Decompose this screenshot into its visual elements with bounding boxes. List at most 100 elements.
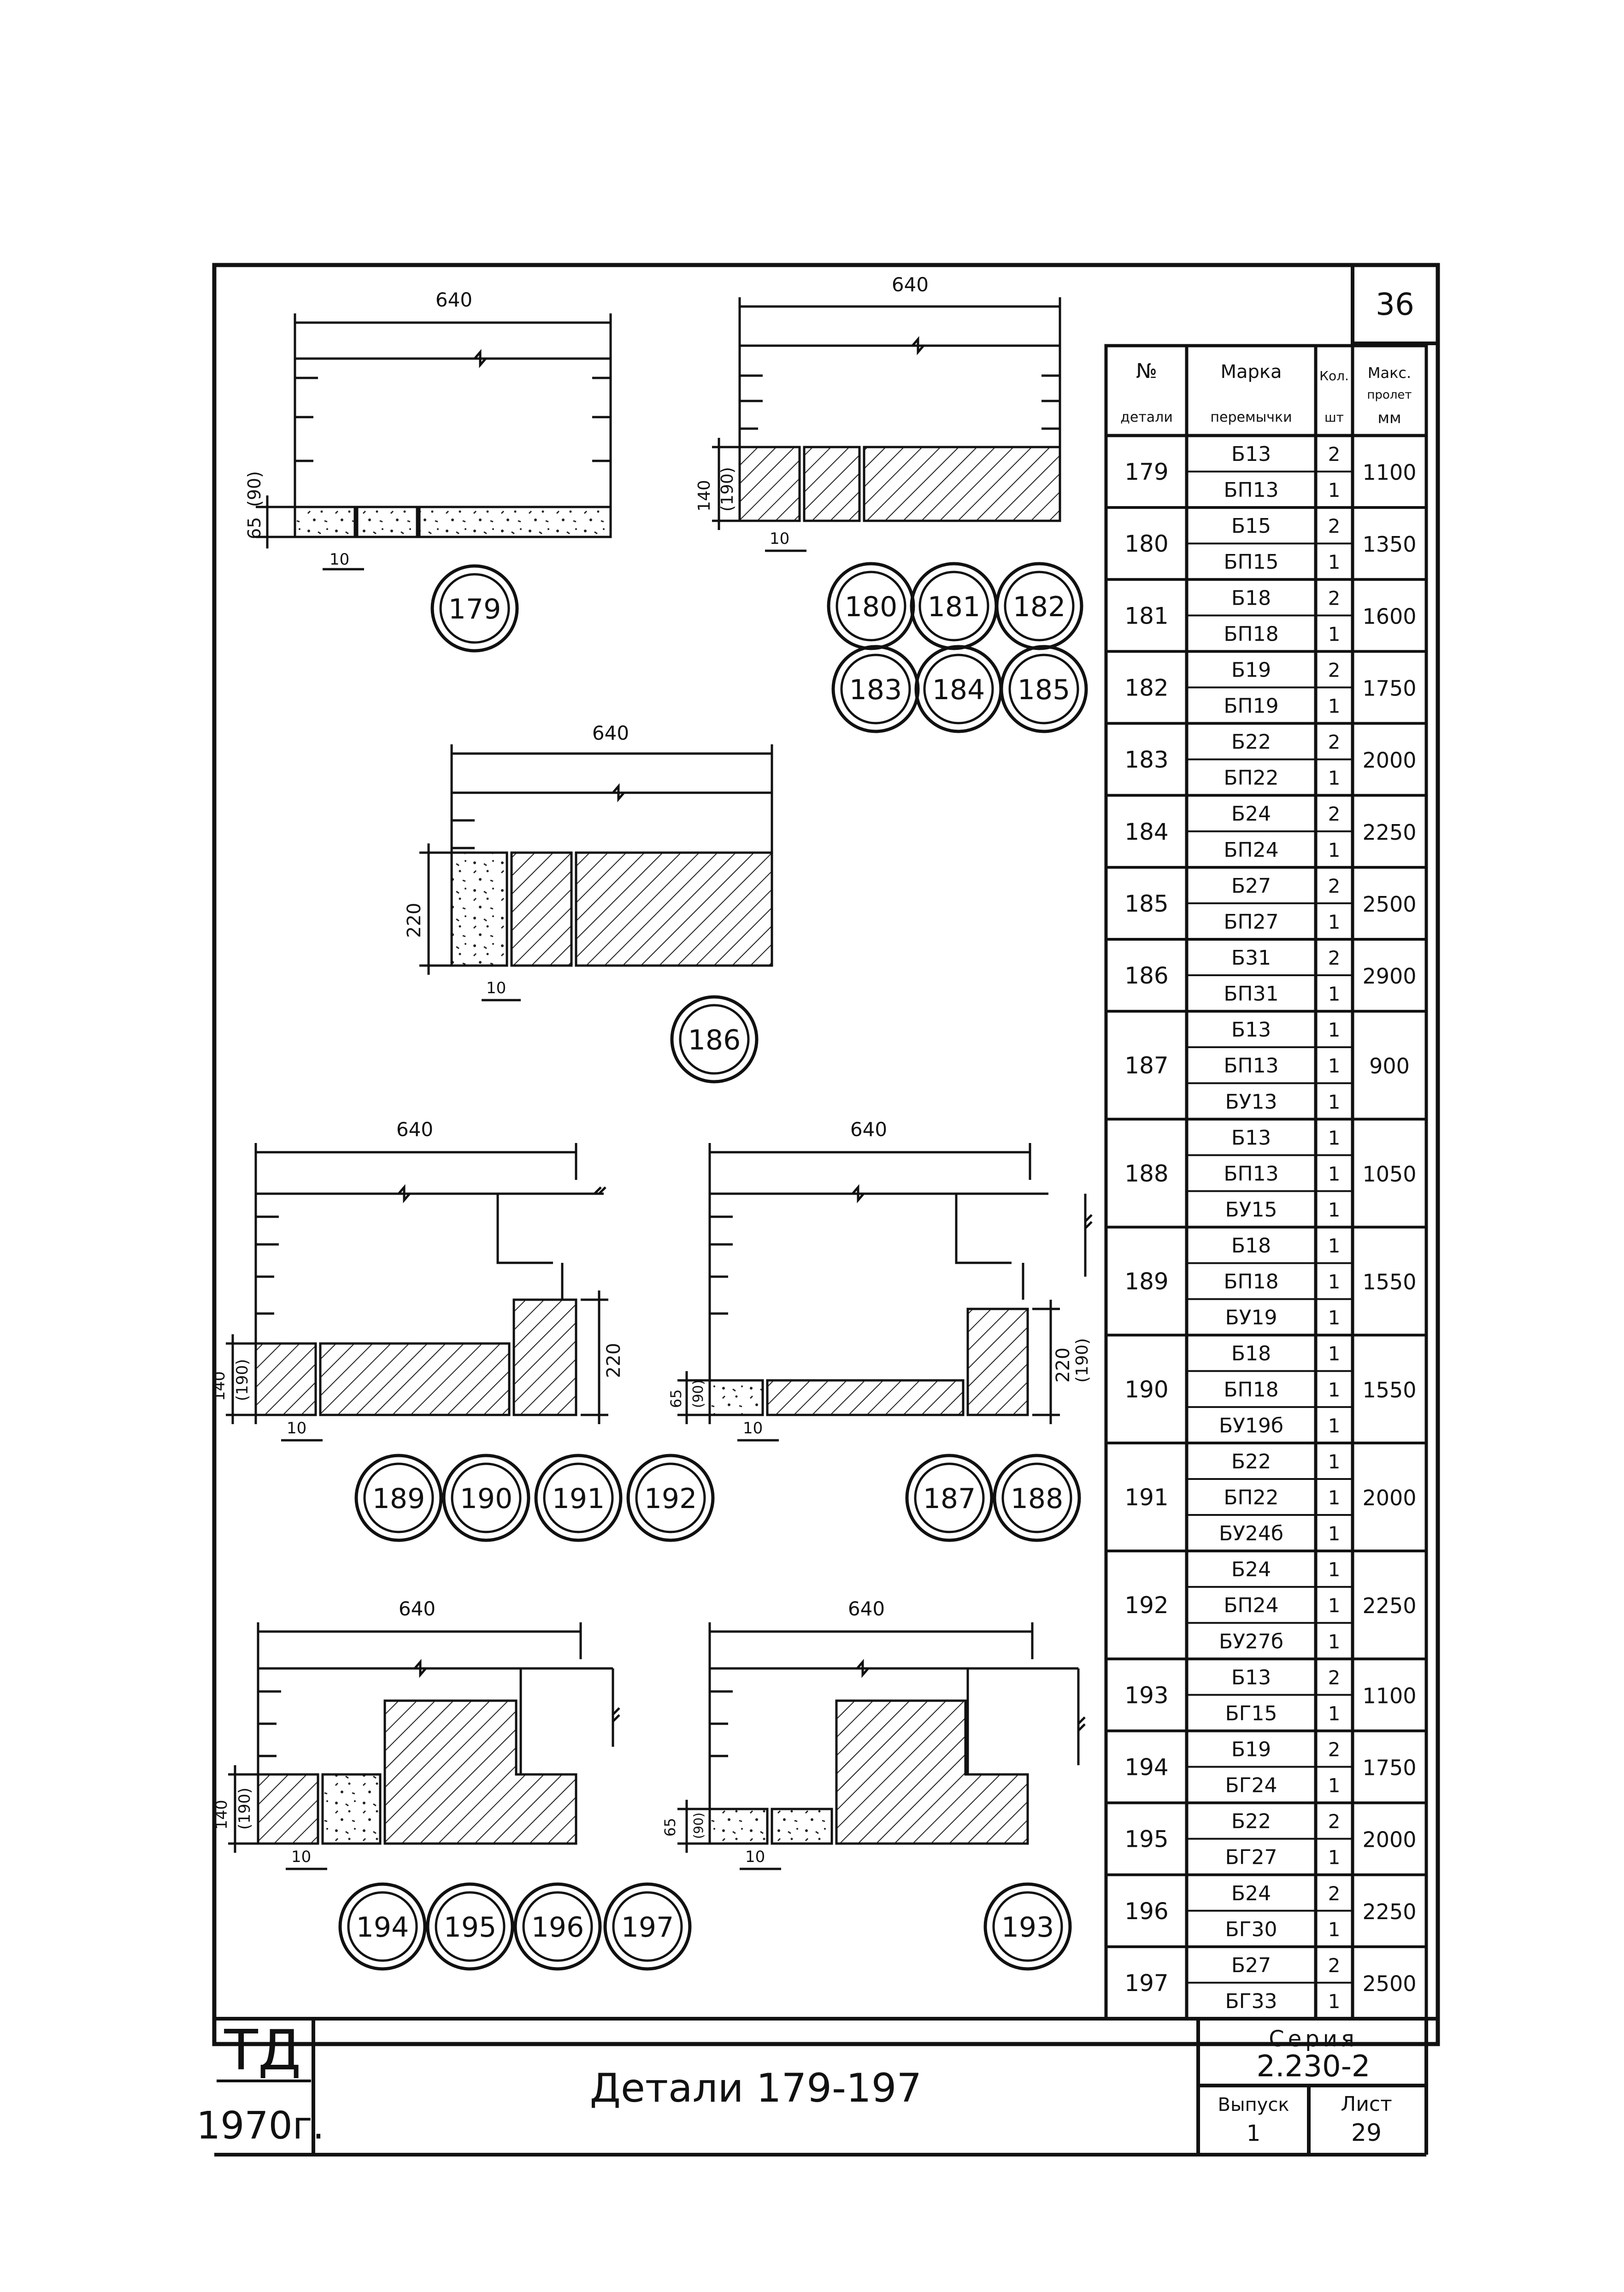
cell-max-span: 2250 [1362,1899,1416,1924]
detail-circle: 192 [626,1454,715,1542]
cell-detail-no: 182 [1124,674,1168,701]
detail-circle: 190 [442,1454,530,1542]
detail-circle: 189 [354,1454,443,1542]
cell-detail-no: 190 [1124,1376,1168,1403]
cell-mark: БП24 [1224,838,1278,862]
sheet-number-box: 36 [1351,263,1440,345]
cell-mark: Б22 [1231,731,1271,754]
height-dimension-alt: (90) [244,471,265,507]
cell-detail-no: 192 [1124,1592,1168,1619]
detail-number: 193 [1001,1911,1054,1944]
cell-qty: 2 [1328,1810,1341,1833]
detail-number: 182 [1013,591,1066,623]
cell-qty: 2 [1328,875,1341,897]
cell-mark: Б13 [1231,1666,1271,1689]
sheet-label: Лист [1341,2092,1392,2116]
issue-value: 1 [1247,2121,1261,2146]
cell-detail-no: 188 [1124,1160,1168,1187]
detail-number: 184 [932,674,985,706]
cell-mark: Б13 [1231,1018,1271,1042]
cell-max-span: 1600 [1362,604,1416,629]
cell-qty: 2 [1328,1882,1341,1905]
height-dimension-alt: (90) [691,1813,706,1839]
stamp-line1: ТД [224,2019,301,2083]
cell-mark: Б31 [1231,946,1271,970]
right-height-dimension: 220 [603,1343,624,1378]
detail-circle: 185 [1000,645,1088,733]
cell-mark: БП24 [1224,1594,1278,1617]
cell-max-span: 900 [1369,1054,1410,1078]
detail-circle: 181 [910,562,998,650]
cell-qty: 2 [1328,1738,1341,1761]
cell-qty: 1 [1328,1702,1341,1725]
cell-detail-no: 181 [1124,602,1168,629]
cell-qty: 1 [1328,1019,1341,1041]
header-span-sub: пролет [1367,388,1412,402]
cell-mark: БП13 [1224,478,1278,502]
gap-dimension: 10 [770,530,789,548]
gap-dimension: 10 [287,1419,306,1438]
cell-max-span: 1100 [1362,1683,1416,1708]
gap-dimension: 10 [486,979,506,997]
height-dimension-alt: (90) [690,1379,706,1408]
cell-max-span: 2000 [1362,748,1416,773]
header-qty: Кол. [1319,368,1349,383]
cell-detail-no: 195 [1124,1826,1168,1853]
cell-qty: 1 [1328,839,1341,861]
cell-mark: БГ24 [1225,1774,1277,1797]
cell-mark: БУ13 [1225,1090,1277,1114]
cell-qty: 1 [1328,1918,1341,1941]
detail-number: 191 [552,1483,605,1515]
detail-circle: 188 [993,1454,1081,1542]
cell-mark: Б13 [1231,1126,1271,1149]
cell-mark: Б24 [1231,1558,1271,1581]
height-dimension-alt: (190) [718,467,737,512]
cell-qty: 1 [1328,1126,1341,1149]
cell-qty: 1 [1328,1846,1341,1869]
height-dimension: 140 [695,480,714,512]
cell-mark: Б24 [1231,1882,1271,1905]
sheet-value: 29 [1351,2119,1382,2147]
cell-mark: БП22 [1224,766,1278,790]
cell-qty: 1 [1328,911,1341,933]
detail-number: 188 [1011,1483,1064,1515]
specification-table: № детали Марка перемычки Кол. шт Макс. п… [1104,344,1428,2021]
drawing-194-197: 640 140 (190) 10 [212,1597,620,1870]
height-dimension: 65 [661,1818,679,1837]
detail-circle: 193 [983,1882,1072,1971]
drawing-title: Детали 179-197 [590,2065,922,2111]
cell-mark: Б22 [1231,1810,1271,1833]
detail-circle: 179 [430,564,519,653]
detail-number: 180 [845,591,898,623]
cell-mark: БГ30 [1225,1918,1277,1941]
header-qty-sub: шт [1324,410,1344,425]
series-value: 2.230-2 [1256,2050,1370,2084]
cell-qty: 2 [1328,515,1341,537]
cell-detail-no: 180 [1124,530,1168,557]
right-height-dimension: 220 [1053,1348,1074,1383]
height-dimension: 220 [404,903,425,938]
cell-qty: 1 [1328,1630,1341,1653]
drawing-187-188: 640 65 (90) 220 (190) 10 [667,1118,1093,1442]
cell-mark: Б15 [1231,514,1271,538]
cell-mark: БГ33 [1225,1990,1277,2013]
cell-detail-no: 183 [1124,747,1168,773]
stamp-line2: 1970г. [196,2104,324,2148]
cell-qty: 1 [1328,1307,1341,1329]
cell-mark: БП18 [1224,1270,1278,1294]
detail-circle: 186 [670,995,759,1084]
detail-number: 186 [688,1024,741,1056]
header-mark: Марка [1220,361,1282,383]
cell-qty: 1 [1328,1055,1341,1077]
height-dimension: 65 [244,517,265,539]
sheet-number: 36 [1376,287,1414,322]
cell-qty: 1 [1328,1558,1341,1581]
cell-detail-no: 184 [1124,819,1168,845]
cell-qty: 1 [1328,1414,1341,1437]
cell-mark: БП31 [1224,982,1278,1006]
detail-number: 194 [356,1911,409,1944]
cell-mark: БУ15 [1225,1198,1277,1221]
header-no: № [1136,359,1157,383]
